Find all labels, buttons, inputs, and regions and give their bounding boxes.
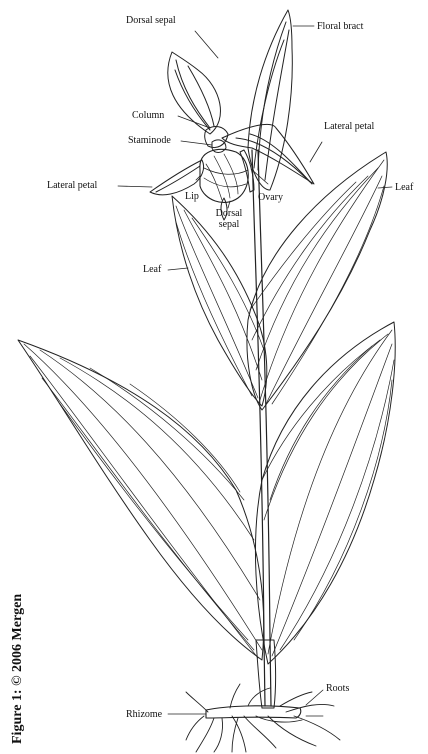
floral-bract (248, 10, 292, 190)
label-dorsal-sepal-bottom-line1: Dorsal (211, 208, 247, 219)
leaf-upper-right (247, 152, 387, 410)
leaf-lower-right (255, 322, 395, 664)
label-dorsal-sepal-bottom: Dorsal sepal (211, 208, 247, 230)
label-leaf-left: Leaf (143, 264, 161, 275)
label-roots: Roots (326, 683, 349, 694)
label-lateral-petal-left: Lateral petal (47, 180, 97, 191)
label-floral-bract: Floral bract (317, 21, 363, 32)
label-ovary: Ovary (258, 192, 283, 203)
label-rhizome: Rhizome (126, 709, 162, 720)
label-leaf-upper-right: Leaf (395, 182, 413, 193)
label-lateral-petal-right: Lateral petal (324, 121, 374, 132)
leaf-lower-left (18, 340, 264, 660)
label-dorsal-sepal-bottom-line2: sepal (211, 219, 247, 230)
lip (200, 149, 248, 202)
figure-caption: Figure 1: © 2006 Mergen (10, 594, 26, 744)
label-lip: Lip (185, 191, 199, 202)
label-dorsal-sepal-top: Dorsal sepal (126, 15, 176, 26)
label-staminode: Staminode (128, 135, 171, 146)
stem (252, 150, 265, 706)
basal-sheath (256, 640, 276, 708)
dorsal-sepal (168, 52, 221, 134)
label-column: Column (132, 110, 164, 121)
lateral-petal-left (150, 160, 204, 195)
